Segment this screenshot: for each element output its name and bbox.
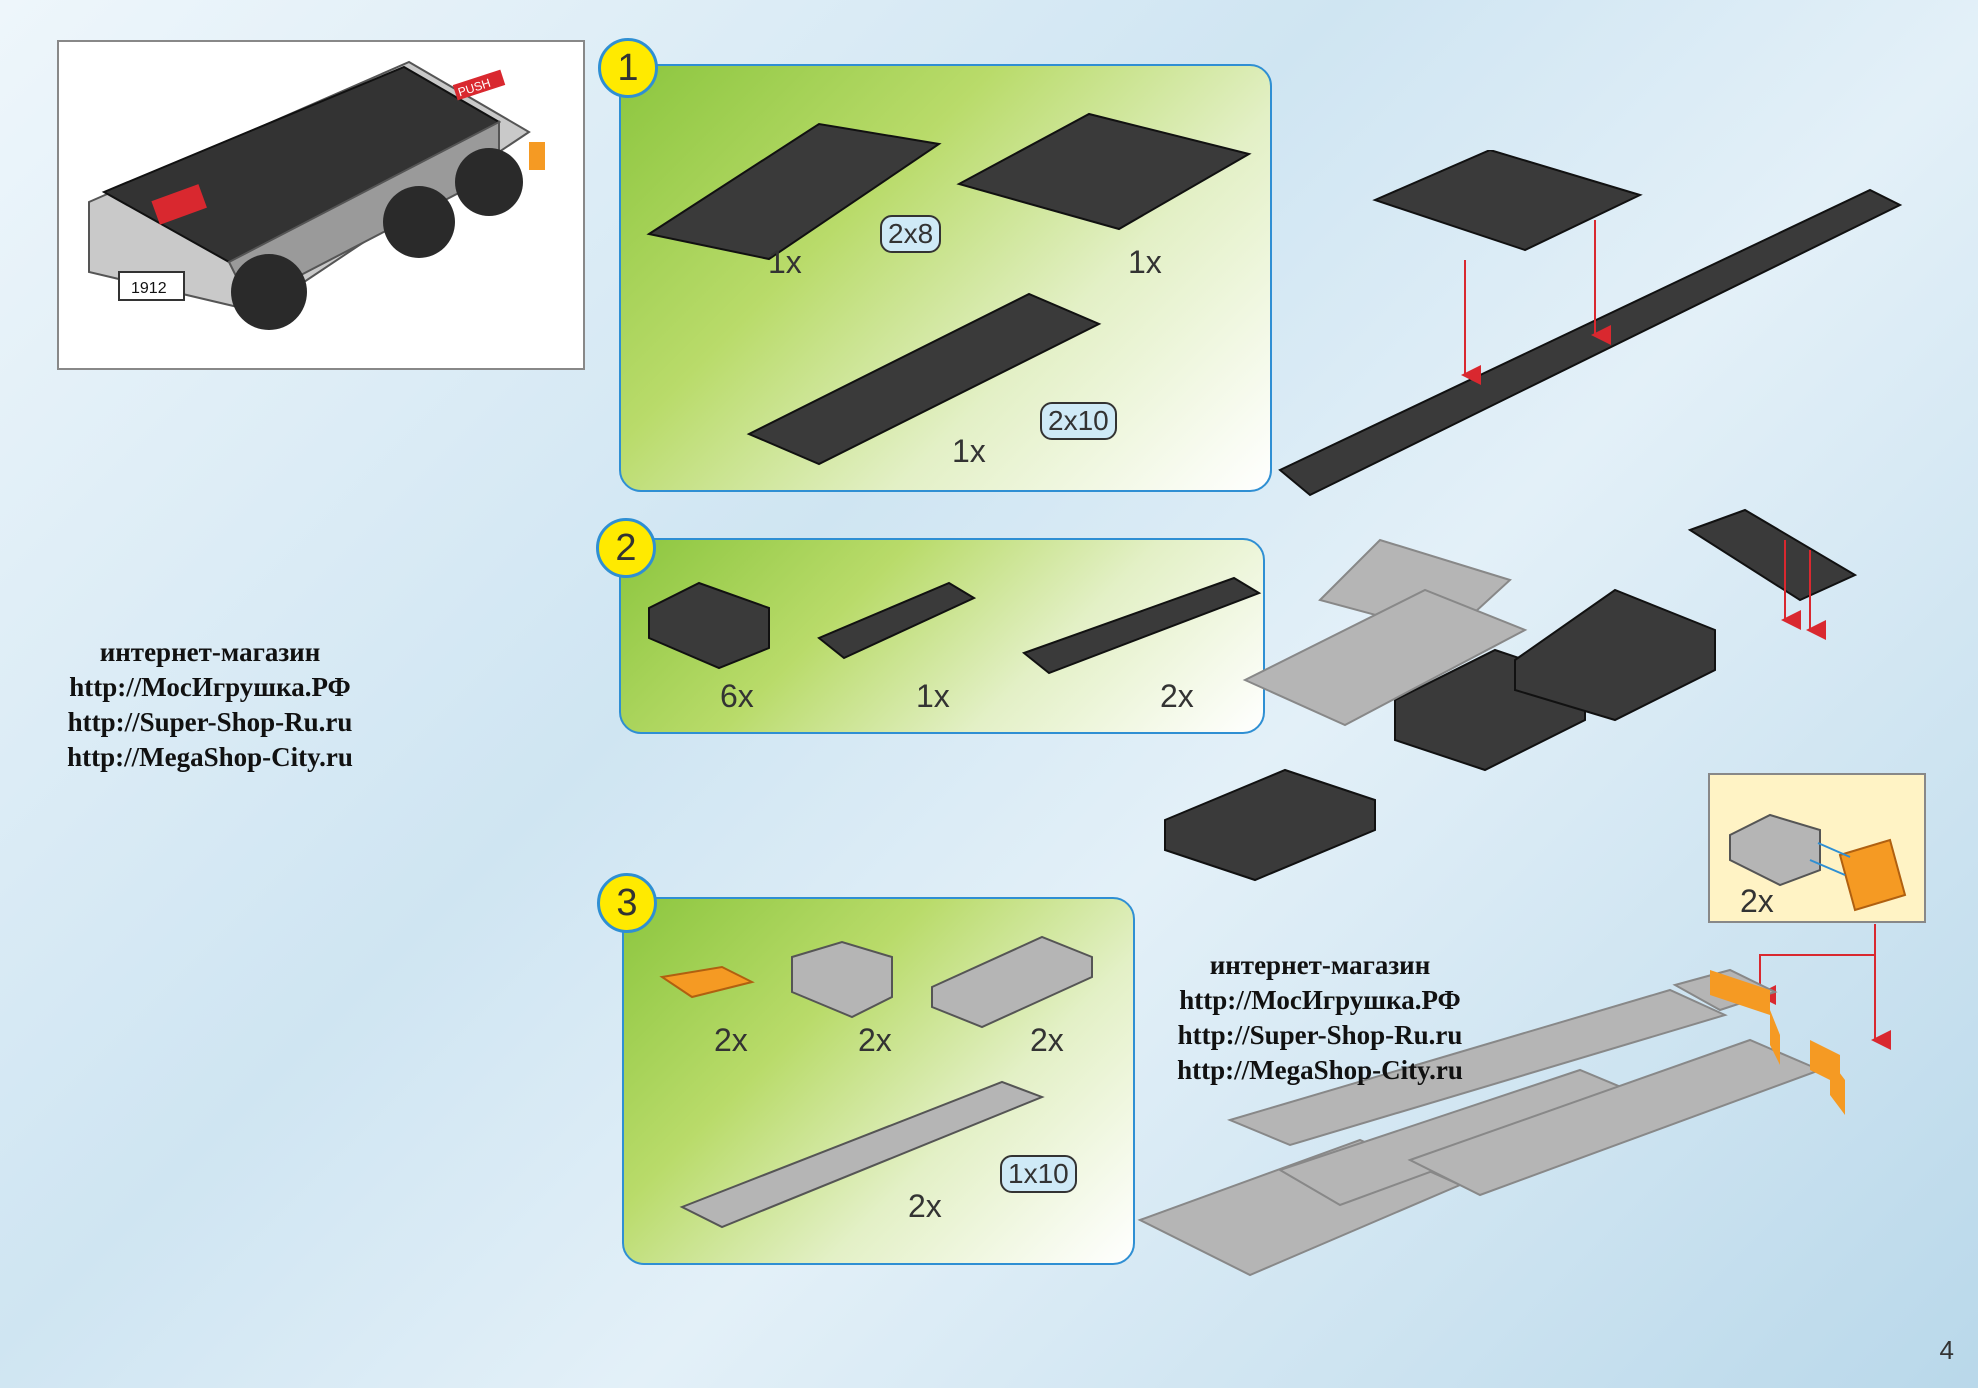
plate-2x8: [646, 122, 942, 261]
step-1-badge: 1: [598, 38, 658, 98]
step-3-quantity-3: 2x: [1030, 1022, 1064, 1058]
shop-left-line-3[interactable]: http://Super-Shop-Ru.ru: [67, 707, 353, 737]
step-2-assembly-illustration: [1164, 508, 1858, 882]
shop-right-line-3[interactable]: http://Super-Shop-Ru.ru: [1177, 1020, 1463, 1050]
step-1-quantity-2: 1x: [1128, 244, 1162, 280]
shop-right-line-4[interactable]: http://MegaShop-City.ru: [1177, 1055, 1463, 1085]
push-label: PUSH: [456, 76, 492, 100]
bracket-brick: [648, 581, 770, 670]
plate-1x6: [1021, 576, 1262, 675]
shop-left-line-2[interactable]: http://МосИгрушка.РФ: [69, 672, 351, 702]
shop-watermark-right: интернет-магазин http://МосИгрушка.РФ ht…: [1150, 948, 1490, 1088]
page-number: 4: [1939, 1335, 1954, 1365]
step-1-parts: [646, 112, 1252, 466]
step-1-assembly-illustration: [1278, 150, 1903, 497]
shop-left-line-4[interactable]: http://MegaShop-City.ru: [67, 742, 353, 772]
step-1-size-tag-2x8: 2x8: [880, 215, 942, 253]
bracket-tile-subassembly: [1729, 813, 1907, 912]
orange-tile: [659, 965, 755, 999]
step-3-quantity-1: 2x: [714, 1022, 748, 1058]
finished-model-preview: PUSH 1912: [57, 40, 585, 370]
plate-2x10: [746, 292, 1102, 466]
inset-quantity: 2x: [1740, 883, 1774, 919]
step-3-quantity-2: 2x: [858, 1022, 892, 1058]
step-2-quantity-2: 1x: [916, 678, 950, 714]
plate-6x8: [956, 112, 1252, 231]
step-3-quantity-4: 2x: [908, 1188, 942, 1224]
step-2-badge: 2: [596, 518, 656, 578]
grey-rail-plate: [931, 935, 1093, 1029]
shop-watermark-left: интернет-магазин http://МосИгрушка.РФ ht…: [50, 635, 370, 775]
sub-assembly-inset: 2x: [1708, 773, 1926, 923]
plate-1x4: [817, 581, 977, 660]
step-1-quantity-3: 1x: [952, 433, 986, 469]
shop-left-line-1: интернет-магазин: [99, 637, 321, 667]
step-3-badge: 3: [597, 873, 657, 933]
step-3-parts: [659, 935, 1093, 1229]
step-1-quantity-1: 1x: [768, 244, 802, 280]
step-1-size-tag-2x10: 2x10: [1040, 402, 1117, 440]
grey-bracket: [791, 940, 893, 1019]
step-2-quantity-1: 6x: [720, 678, 754, 714]
grey-plate-1x10: [679, 1080, 1045, 1229]
shop-right-line-1: интернет-магазин: [1209, 950, 1431, 980]
shop-right-line-2[interactable]: http://МосИгрушка.РФ: [1179, 985, 1461, 1015]
step-2-quantity-3: 2x: [1160, 678, 1194, 714]
car-preview-image: PUSH 1912: [88, 60, 545, 330]
step-3-size-tag-1x10: 1x10: [1000, 1155, 1077, 1193]
license-plate-label: 1912: [131, 280, 167, 297]
step-3-assembly-illustration: [1137, 924, 1891, 1277]
step-2-parts: [648, 576, 1262, 675]
